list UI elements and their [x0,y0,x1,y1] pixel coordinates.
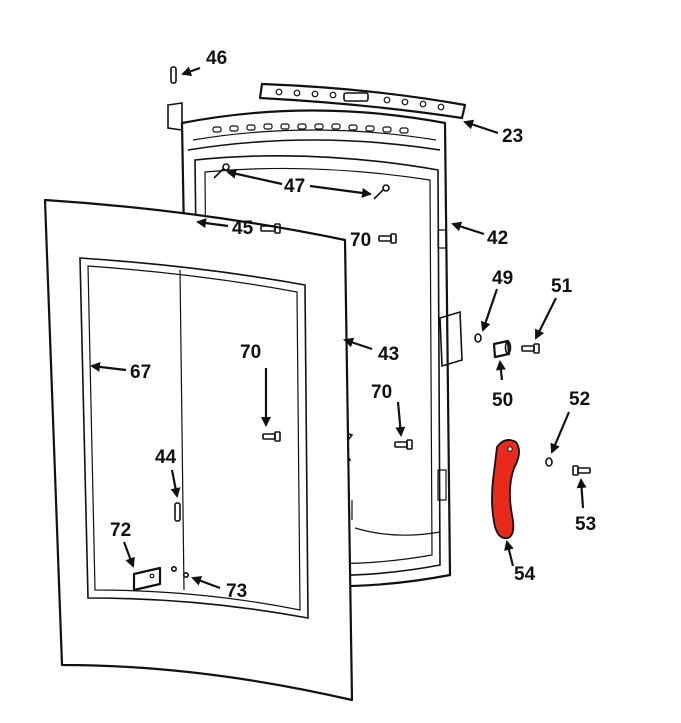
damper-bar [258,82,467,120]
screw-part-47a [213,163,230,179]
small-parts-73 [171,565,190,578]
bolt-part-51 [521,343,540,354]
callout-72: 72 [110,520,131,541]
callout-23: 23 [502,126,523,147]
callout-53: 53 [575,514,596,535]
callout-44: 44 [155,447,177,468]
callout-54: 54 [514,564,536,585]
callout-46: 46 [206,48,227,69]
bolt-part-70a [378,233,397,244]
washer-part-52 [545,457,553,467]
callout-73: 73 [226,581,247,602]
callout-52: 52 [569,389,590,410]
callout-45: 45 [232,218,254,239]
callout-50: 50 [492,390,513,411]
bushing-part-50 [492,339,512,359]
callout-70-lower: 70 [371,382,392,403]
outer-door-panel [43,198,354,702]
bracket-part-72 [132,566,162,592]
screw-part-47b [373,184,390,200]
vent-slots [212,123,409,134]
washer-part-49 [474,333,482,343]
pin-part-46 [170,66,177,84]
callout-70-middle: 70 [240,342,261,363]
bolt-part-70b [262,431,281,442]
callout-70-upper: 70 [350,230,371,251]
callout-51: 51 [551,276,573,297]
bolt-part-70c [394,439,413,450]
callout-arrows [90,66,587,590]
callout-67: 67 [130,362,151,383]
callout-47: 47 [284,176,305,197]
pin-part-44 [174,502,181,522]
bolt-part-45 [260,223,281,234]
callout-49: 49 [492,268,513,289]
door-handle-highlighted [491,438,520,540]
bolt-part-53 [572,465,591,476]
callout-42: 42 [487,228,508,249]
callout-43: 43 [378,344,399,365]
